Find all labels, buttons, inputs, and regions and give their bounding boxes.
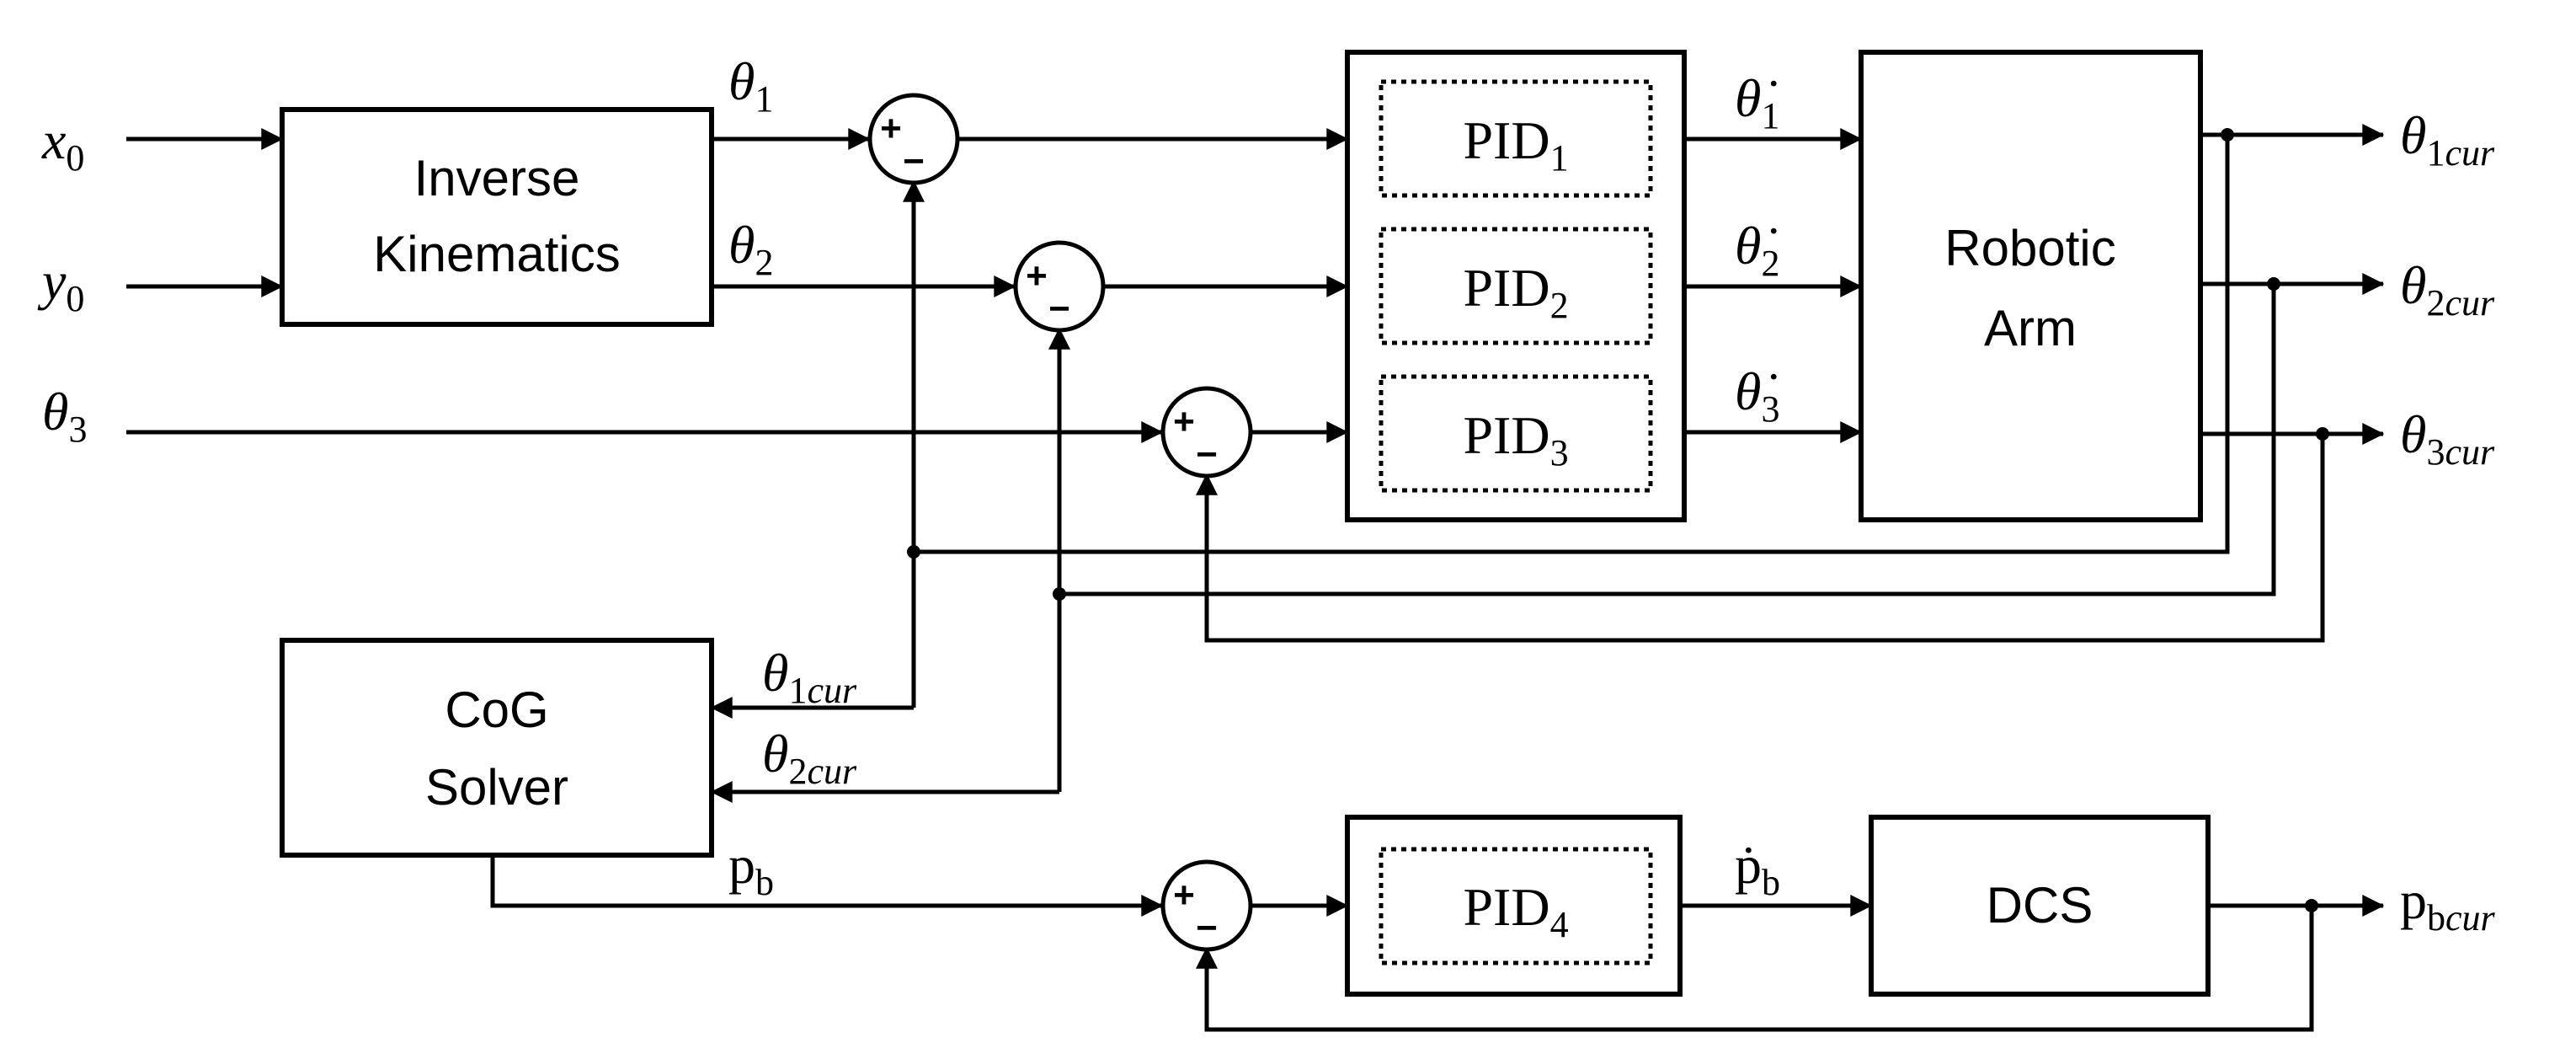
theta1cur-feedback-label: θ1cur (762, 643, 857, 711)
svg-text:+: + (1173, 401, 1195, 442)
cog-solver-block: CoG Solver (280, 638, 714, 858)
inverse-kinematics-label-1: Inverse (414, 150, 580, 206)
pid3-label: PID3 (1463, 405, 1568, 473)
dcs-block: DCS (1869, 815, 2211, 997)
svg-text:−: − (903, 141, 925, 182)
junction-dot (1053, 587, 1066, 601)
output-theta2cur-label: θ2cur (2400, 255, 2495, 324)
robotic-arm-block: Robotic Arm (1859, 50, 2203, 522)
junction-dot (2305, 899, 2318, 912)
cog-solver-label-1: CoG (445, 682, 548, 738)
wire-pb (490, 855, 1164, 917)
theta3-dot-label: θ̇3 (1735, 361, 1779, 430)
pid3-inner (1379, 374, 1653, 493)
pb-label: pb (728, 835, 774, 903)
input-theta3-label: θ3 (42, 382, 87, 450)
inverse-kinematics-block: Inverse Kinematics (280, 107, 714, 327)
output-pbcur-label: pbcur (2400, 870, 2496, 939)
junction-dot (2267, 277, 2280, 291)
dcs-label: DCS (1987, 877, 2093, 933)
svg-text:−: − (1048, 288, 1070, 329)
feedback-theta3cur (1196, 434, 2325, 643)
theta1-label: θ1 (728, 51, 773, 120)
svg-text:+: + (880, 108, 902, 149)
input-y0-label: y0 (37, 251, 84, 319)
sum-junction-1: + − (867, 93, 960, 185)
svg-text:−: − (1196, 907, 1218, 949)
junction-dot (2316, 427, 2329, 441)
pid2-label: PID2 (1463, 258, 1568, 326)
sum-junction-2: + − (1013, 240, 1106, 333)
feedback-theta1cur (914, 135, 2230, 554)
feedback-theta2cur (1059, 284, 2276, 596)
svg-text:−: − (1196, 434, 1218, 475)
pid1-inner (1379, 79, 1653, 198)
theta2cur-feedback-label: θ2cur (762, 724, 857, 792)
theta1-dot-label: θ̇1 (1735, 68, 1779, 136)
robotic-arm-label-1: Robotic (1944, 220, 2115, 276)
theta2-dot-label: θ̇2 (1735, 216, 1779, 284)
theta2-label: θ2 (728, 215, 773, 283)
cog-solver-label-2: Solver (425, 759, 568, 816)
output-theta1cur-label: θ1cur (2400, 105, 2495, 174)
feedback-pbcur (1196, 906, 2314, 1032)
pid2-inner (1379, 227, 1653, 345)
inverse-kinematics-label-2: Kinematics (373, 226, 620, 282)
pid4-label: PID4 (1463, 877, 1568, 945)
pid4-inner (1379, 847, 1653, 965)
sum-junction-4: + − (1160, 859, 1253, 952)
junction-dot (2221, 128, 2234, 142)
sum-junction-3: + − (1160, 386, 1253, 479)
pid-bank-block: PID1 PID2 PID3 (1345, 50, 1687, 522)
junction-dot (907, 545, 920, 559)
pid1-label: PID1 (1463, 110, 1568, 179)
pid4-block: PID4 (1345, 815, 1683, 997)
svg-text:+: + (1026, 255, 1048, 297)
input-x0-label: x0 (41, 110, 84, 179)
pb-dot-label: ṗb (1735, 835, 1780, 903)
junction-dots (907, 128, 2329, 912)
output-theta3cur-label: θ3cur (2400, 404, 2495, 473)
svg-text:+: + (1173, 874, 1195, 916)
robotic-arm-label-2: Arm (1984, 300, 2077, 356)
